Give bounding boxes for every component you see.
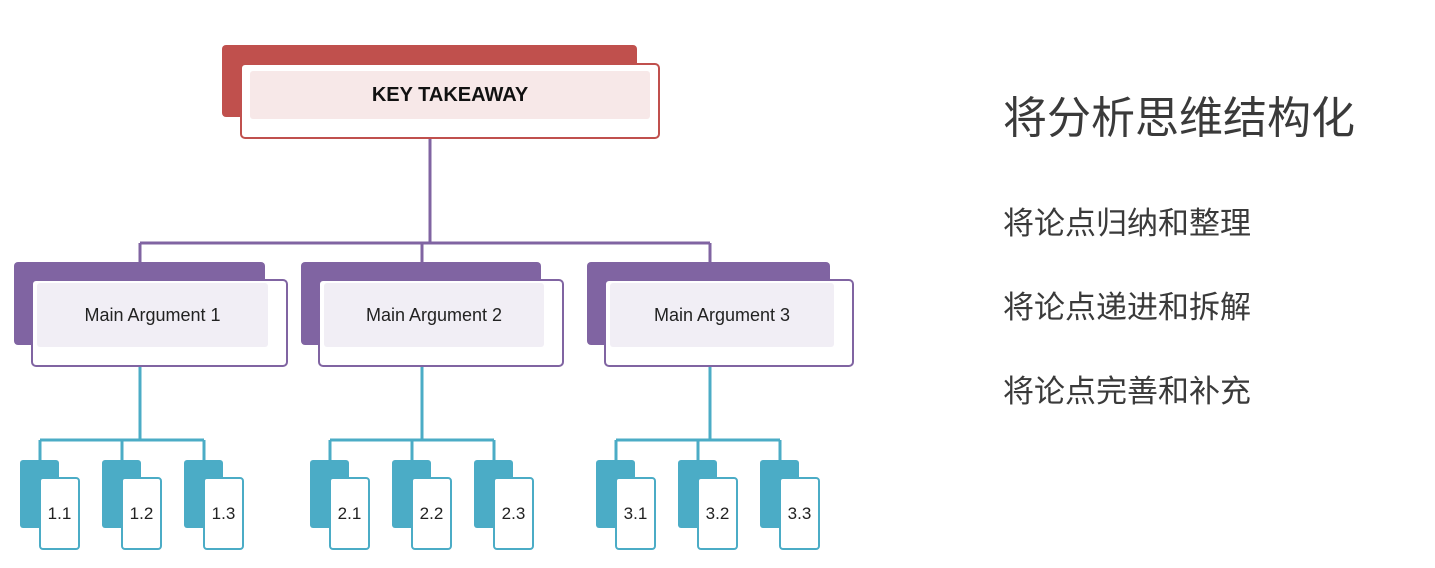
argument-3-label: Main Argument 3 — [610, 283, 834, 347]
argument-1-node: Main Argument 1 — [31, 279, 288, 367]
panel-item-3: 将论点完善和补充 — [1003, 374, 1251, 409]
panel-title: 将分析思维结构化 — [1003, 94, 1355, 143]
point-2-1-node: 2.1 — [329, 477, 370, 550]
argument-2-node: Main Argument 2 — [318, 279, 564, 367]
argument-1-label: Main Argument 1 — [37, 283, 268, 347]
key-takeaway-node: KEY TAKEAWAY — [240, 63, 660, 139]
point-3-3-node: 3.3 — [779, 477, 820, 550]
point-1-1-node: 1.1 — [39, 477, 80, 550]
key-takeaway-label: KEY TAKEAWAY — [250, 71, 650, 119]
point-3-2-node: 3.2 — [697, 477, 738, 550]
point-1-3-node: 1.3 — [203, 477, 244, 550]
argument-3-node: Main Argument 3 — [604, 279, 854, 367]
panel-item-1: 将论点归纳和整理 — [1003, 206, 1251, 241]
point-2-2-node: 2.2 — [411, 477, 452, 550]
point-2-3-node: 2.3 — [493, 477, 534, 550]
panel-item-2: 将论点递进和拆解 — [1003, 290, 1251, 325]
argument-2-label: Main Argument 2 — [324, 283, 544, 347]
point-1-2-node: 1.2 — [121, 477, 162, 550]
point-3-1-node: 3.1 — [615, 477, 656, 550]
